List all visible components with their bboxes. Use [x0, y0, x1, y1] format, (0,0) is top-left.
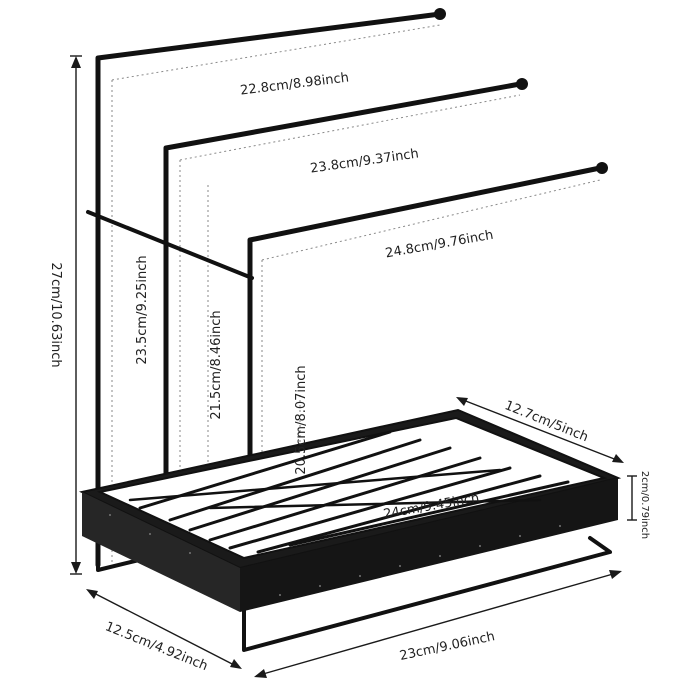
- bar-middle-height-label: 21.5cm/8.46inch: [209, 310, 224, 419]
- base-depth-label: 12.5cm/4.92inch: [103, 619, 210, 674]
- knob-middle: [516, 78, 528, 90]
- dimension-labels: 27cm/10.63inch 22.8cm/8.98inch 23.8cm/9.…: [48, 70, 650, 674]
- rack-support-rod: [86, 210, 254, 280]
- tray-width-dimension-line: [457, 397, 623, 463]
- base-length-dimension-line: [255, 571, 621, 677]
- bar-top-length-label: 22.8cm/8.98inch: [239, 70, 349, 98]
- knob-top: [434, 8, 446, 20]
- rack-knobs: [434, 8, 608, 174]
- base-length-label: 23cm/9.06inch: [398, 629, 496, 664]
- base-depth-dimension-line: [87, 589, 241, 669]
- rack-bar-top: [95, 11, 443, 568]
- dimension-lines: [70, 55, 637, 678]
- bar-top-height-label: 23.5cm/9.25inch: [135, 255, 150, 364]
- rack-front-leg: [242, 536, 612, 652]
- bar-bottom-height-label: 20.5cm/8.07inch: [294, 365, 309, 474]
- bar-bottom-length-label: 24.8cm/9.76inch: [384, 228, 494, 262]
- height-total-label: 27cm/10.63inch: [48, 262, 63, 367]
- rack-bar-middle: [163, 81, 523, 558]
- knob-bottom: [596, 162, 608, 174]
- bar-middle-length-label: 23.8cm/9.37inch: [309, 146, 419, 176]
- tray-depth-label: 2cm/0.79inch: [639, 471, 650, 539]
- drip-tray: [78, 408, 622, 612]
